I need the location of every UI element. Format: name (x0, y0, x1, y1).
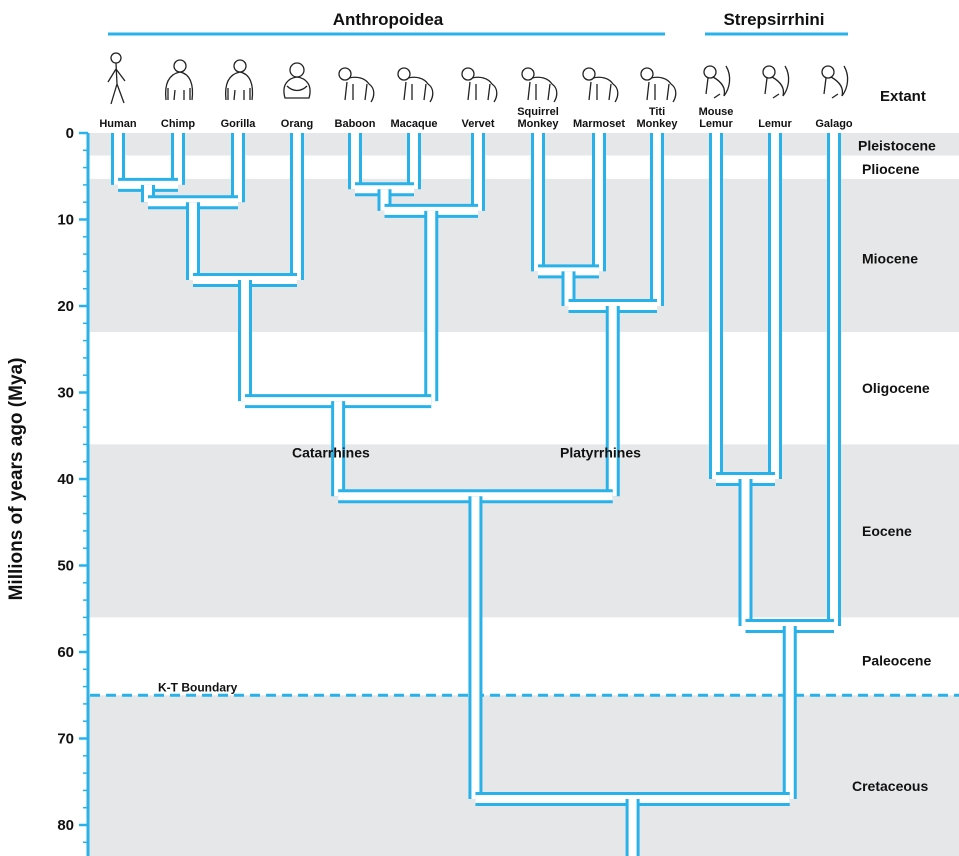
titi-monkey-icon (640, 67, 677, 103)
taxon-label-titi-1: Titi (649, 106, 665, 118)
taxon-label-titi-2: Monkey (637, 118, 679, 130)
macaque-icon (397, 67, 434, 103)
taxon-label-squirrel-2: Monkey (518, 118, 560, 130)
taxon-label-macaque: Macaque (390, 118, 437, 130)
strepsirrhini-label: Strepsirrhini (723, 10, 824, 29)
axis-tick-label: 10 (57, 212, 74, 229)
epoch-label-pleistocene: Pleistocene (858, 138, 936, 154)
axis-tick-label: 30 (57, 385, 74, 402)
catarrhines-label: Catarrhines (292, 444, 370, 460)
orang-body (283, 76, 311, 99)
axis-tick-label: 20 (57, 298, 74, 315)
axis-tick-label: 60 (57, 644, 74, 661)
axis-tick-label: 40 (57, 471, 74, 488)
taxon-label-marmoset: Marmoset (573, 118, 625, 130)
ape-body (164, 71, 194, 101)
taxon-label-human: Human (99, 118, 137, 130)
taxon-label-squirrel-1: Squirrel (517, 106, 559, 118)
axis-tick-label: 50 (57, 558, 74, 575)
ape-body (224, 71, 254, 101)
mouse-lemur-icon (703, 65, 731, 99)
taxon-label-chimp: Chimp (161, 118, 196, 130)
human-icon (107, 52, 126, 105)
kt-boundary-label: K-T Boundary (158, 680, 238, 694)
epoch-label-oligocene: Oligocene (862, 380, 930, 396)
axis-tick-label: 80 (57, 817, 74, 834)
epoch-band-eocene (88, 444, 959, 618)
monkey-head (338, 67, 352, 81)
epoch-label-eocene: Eocene (862, 523, 912, 539)
monkey-body (588, 76, 619, 103)
taxon-labels: Human Chimp Gorilla Orang Baboon Macaque Verve… (99, 106, 853, 130)
taxon-label-mouselemur-2: Lemur (699, 118, 733, 130)
orangutan-icon (283, 62, 311, 99)
axis-tick-label: 70 (57, 731, 74, 748)
monkey-body (403, 76, 434, 103)
gorilla-icon (224, 59, 254, 101)
monkey-body (467, 76, 498, 103)
monkey-body (344, 76, 375, 103)
tree-branches (111, 133, 841, 856)
epoch-bands (88, 133, 959, 856)
group-brackets: Anthropoidea Strepsirrhini (108, 10, 848, 36)
axis-title: Millions of years ago (Mya) (6, 358, 27, 601)
epoch-label-miocene: Miocene (862, 250, 918, 266)
prosimian-head (703, 65, 717, 79)
epoch-band-pleistocene (88, 133, 959, 156)
lemur-icon (762, 65, 790, 99)
marmoset-icon (582, 67, 619, 103)
baboon-icon (338, 67, 375, 103)
prosimian-body (705, 65, 731, 99)
taxon-label-orang: Orang (281, 118, 313, 130)
ape-head (173, 59, 187, 73)
prosimian-body (823, 65, 849, 99)
prosimian-head (762, 65, 776, 79)
orang-head (289, 62, 305, 78)
prosimian-head (821, 65, 835, 79)
taxon-label-baboon: Baboon (335, 118, 376, 130)
chimp-icon (164, 59, 194, 101)
human-head (110, 52, 122, 64)
kt-boundary: K-T Boundary (90, 680, 959, 697)
epoch-labels: PleistocenePlioceneMioceneOligoceneEocen… (852, 138, 936, 795)
squirrel-monkey-icon (521, 67, 558, 103)
monkey-body (646, 76, 677, 103)
vervet-icon (461, 67, 498, 103)
epoch-band-cretaceous (88, 695, 959, 856)
monkey-head (397, 67, 411, 81)
galago-icon (821, 65, 849, 99)
axis-tick-label: 0 (66, 125, 74, 142)
taxon-label-galago: Galago (815, 118, 853, 130)
anthropoidea-label: Anthropoidea (333, 10, 444, 29)
species-icons (107, 52, 849, 105)
taxon-label-lemur: Lemur (758, 118, 792, 130)
epoch-label-cretaceous: Cretaceous (852, 778, 928, 794)
platyrrhines-label: Platyrrhines (560, 444, 641, 460)
monkey-head (640, 67, 654, 81)
prosimian-body (764, 65, 790, 99)
taxon-label-vervet: Vervet (461, 118, 494, 130)
epoch-label-pliocene: Pliocene (862, 161, 920, 177)
human-body (107, 62, 126, 105)
monkey-head (521, 67, 535, 81)
epoch-label-paleocene: Paleocene (862, 653, 931, 669)
monkey-head (582, 67, 596, 81)
monkey-body (527, 76, 558, 103)
monkey-head (461, 67, 475, 81)
taxon-label-gorilla: Gorilla (221, 118, 257, 130)
taxon-label-mouselemur-1: Mouse (699, 106, 734, 118)
extant-label: Extant (880, 88, 926, 105)
ape-head (233, 59, 247, 73)
time-axis: 0 10 20 30 40 50 60 70 80 (57, 125, 90, 856)
